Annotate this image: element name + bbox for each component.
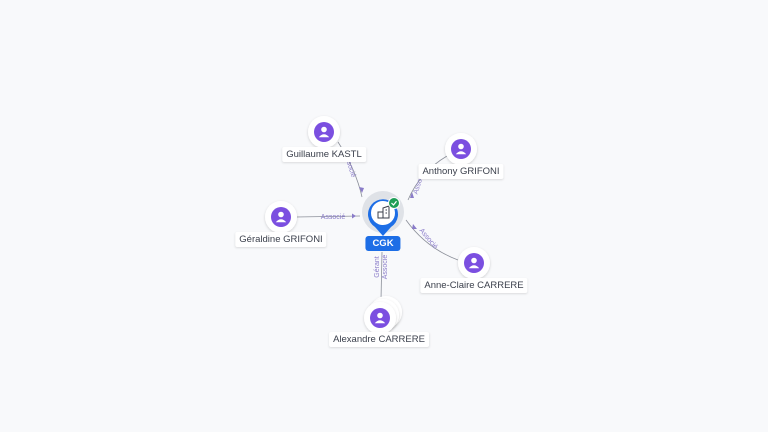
edge-label-alexandre-2: Associé xyxy=(382,255,389,280)
person-node-geraldine[interactable] xyxy=(265,201,297,233)
person-label-guillaume[interactable]: Guillaume KASTL xyxy=(282,147,366,162)
company-node[interactable] xyxy=(362,191,404,236)
edge-arrow xyxy=(359,187,364,193)
check-icon xyxy=(391,200,397,206)
edge-label-anne: Associé xyxy=(418,227,439,250)
edge-label-alexandre-1: Gérant xyxy=(374,256,381,277)
person-label-anne[interactable]: Anne-Claire CARRERE xyxy=(420,278,528,293)
person-label-anthony[interactable]: Anthony GRIFONI xyxy=(418,164,504,179)
person-node-anne[interactable] xyxy=(458,247,490,279)
person-node-anthony[interactable] xyxy=(445,133,477,165)
edge-geraldine xyxy=(295,215,361,218)
person-node-guillaume[interactable] xyxy=(308,116,340,148)
user-icon xyxy=(468,257,480,269)
user-icon xyxy=(318,126,330,138)
person-label-geraldine[interactable]: Géraldine GRIFONI xyxy=(235,232,327,247)
user-icon xyxy=(455,143,467,155)
user-icon xyxy=(374,312,386,324)
edge-anne xyxy=(405,219,459,261)
edge-label-geraldine: Associé xyxy=(321,214,346,221)
edge-arrow xyxy=(412,224,417,229)
building-icon xyxy=(377,205,390,219)
edge-arrow xyxy=(352,213,356,219)
edge-guillaume xyxy=(337,141,363,198)
verified-badge xyxy=(388,197,400,209)
company-name-label[interactable]: CGK xyxy=(365,236,401,251)
user-icon xyxy=(275,211,287,223)
edge-arrow xyxy=(410,192,414,198)
person-label-alexandre[interactable]: Alexandre CARRERE xyxy=(329,332,429,347)
edge-alexandre xyxy=(380,251,383,301)
person-node-alexandre[interactable] xyxy=(364,296,402,334)
